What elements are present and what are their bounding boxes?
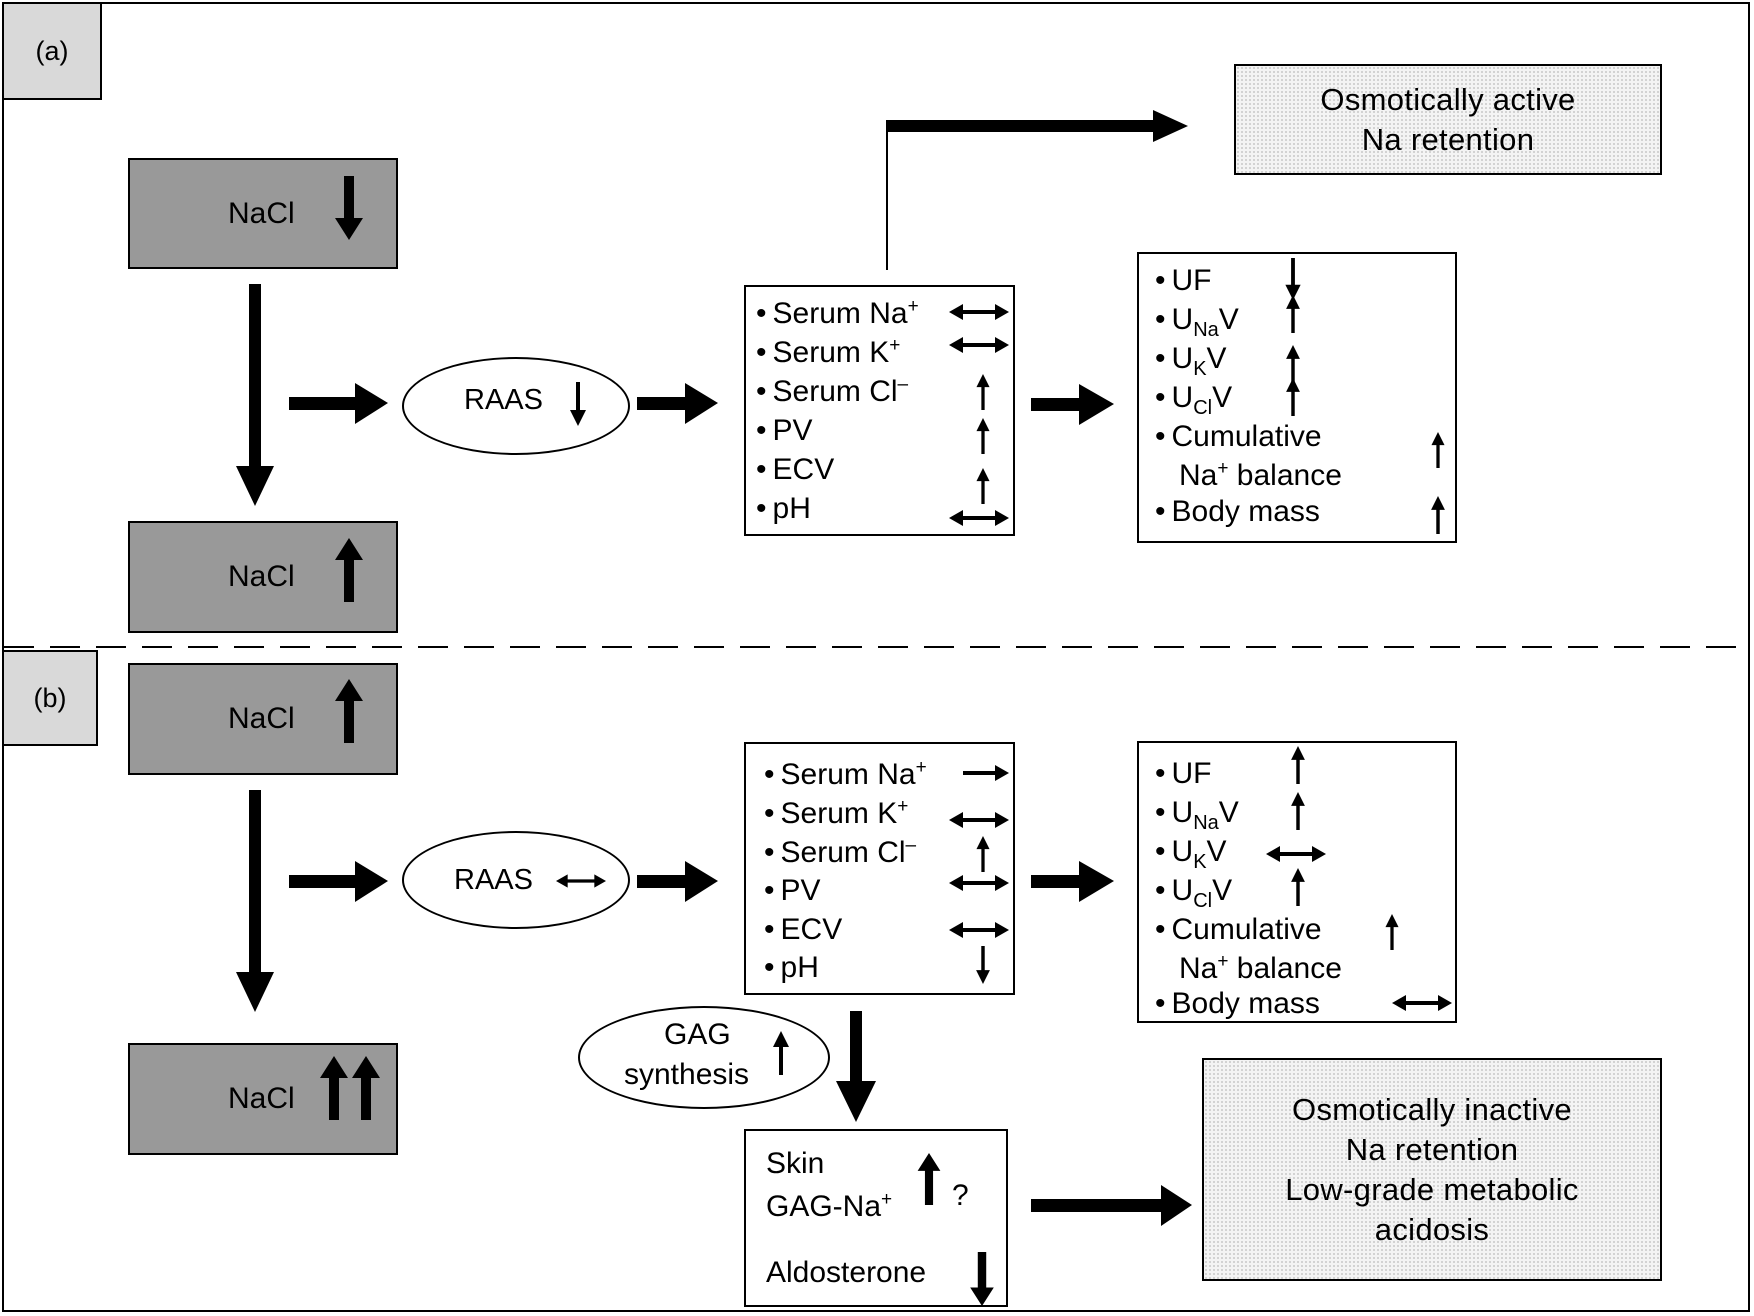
panel-a-nacl-decreased-box: NaCl — [128, 158, 398, 269]
synthesis-label: synthesis — [624, 1058, 750, 1091]
body-mass-item: •Body mass — [1155, 987, 1320, 1020]
serum-k-item: •Serum K+ — [756, 335, 901, 369]
panel-a-serum-box: •Serum Na+ •Serum K+ •Serum Cl– •PV •ECV… — [744, 285, 1015, 536]
serum-na-item: •Serum Na+ — [764, 757, 927, 791]
ucl-v-item: •UClV — [1155, 381, 1233, 419]
nacl-label: NaCl — [228, 196, 295, 230]
na-balance-item: Na+ balance — [1179, 951, 1342, 985]
serum-k-item: •Serum K+ — [764, 796, 909, 830]
ph-item: •pH — [756, 492, 811, 525]
panel-a-urine-box: •UF •UNaV •UKV •UClV •Cumulative Na+ bal… — [1137, 252, 1457, 543]
outcome-line: Osmotically active — [1320, 81, 1576, 117]
ucl-v-item: •UClV — [1155, 874, 1233, 912]
panel-b-nacl-increased-box: NaCl — [128, 663, 398, 775]
outcome-line: acidosis — [1374, 1211, 1490, 1247]
panel-a-label: (a) — [4, 4, 102, 100]
uf-item: •UF — [1155, 264, 1212, 297]
outcome-line: Na retention — [1361, 121, 1535, 157]
una-v-item: •UNaV — [1155, 796, 1239, 834]
panel-b-nacl-greatly-increased-box: NaCl — [128, 1043, 398, 1155]
outcome-line: Na retention — [1345, 1131, 1519, 1167]
cumulative-item: •Cumulative — [1155, 913, 1322, 946]
nacl-label: NaCl — [228, 1082, 295, 1115]
uf-item: •UF — [1155, 757, 1212, 790]
outcome-line: Osmotically inactive — [1292, 1091, 1572, 1127]
pv-item: •PV — [764, 874, 821, 907]
uncertain-mark: ? — [952, 1179, 969, 1212]
panel-a-nacl-increased-box: NaCl — [128, 521, 398, 633]
uk-v-item: •UKV — [1155, 835, 1227, 873]
panel-b-serum-box: •Serum Na+ •Serum K+ •Serum Cl– •PV •ECV… — [744, 742, 1015, 995]
serum-cl-item: •Serum Cl– — [756, 374, 909, 408]
gag-na-label: GAG-Na+ — [766, 1189, 893, 1223]
na-balance-item: Na+ balance — [1179, 458, 1342, 492]
ecv-item: •ECV — [756, 453, 835, 486]
nacl-label: NaCl — [228, 560, 295, 593]
panel-b-label: (b) — [4, 650, 98, 746]
panel-a-raas-oval: RAAS — [402, 357, 630, 455]
ecv-item: •ECV — [764, 913, 843, 946]
nacl-label: NaCl — [228, 702, 295, 735]
raas-label: RAAS — [454, 864, 533, 896]
outcome-line: Low-grade metabolic — [1285, 1171, 1579, 1207]
skin-label: Skin — [766, 1147, 825, 1180]
cumulative-item: •Cumulative — [1155, 420, 1322, 453]
panel-b-outcome-box: Osmotically inactive Na retention Low-gr… — [1202, 1058, 1662, 1281]
gag-label: GAG — [664, 1018, 731, 1051]
panel-b-urine-box: •UF •UNaV •UKV •UClV •Cumulative Na+ bal… — [1137, 741, 1457, 1023]
una-v-item: •UNaV — [1155, 303, 1239, 341]
uk-v-item: •UKV — [1155, 342, 1227, 380]
raas-label: RAAS — [464, 384, 543, 416]
gag-synthesis-oval: GAG synthesis — [578, 1006, 830, 1109]
body-mass-item: •Body mass — [1155, 495, 1320, 528]
pv-item: •PV — [756, 414, 813, 447]
serum-na-item: •Serum Na+ — [756, 296, 919, 330]
skin-gag-na-box: Skin GAG-Na+ ? Aldosterone — [744, 1129, 1008, 1307]
panel-a-outcome-box: Osmotically active Na retention — [1234, 64, 1662, 175]
aldosterone-label: Aldosterone — [766, 1256, 927, 1289]
panel-b-raas-oval: RAAS — [402, 831, 630, 929]
serum-cl-item: •Serum Cl– — [764, 835, 917, 869]
ph-item: •pH — [764, 951, 819, 984]
